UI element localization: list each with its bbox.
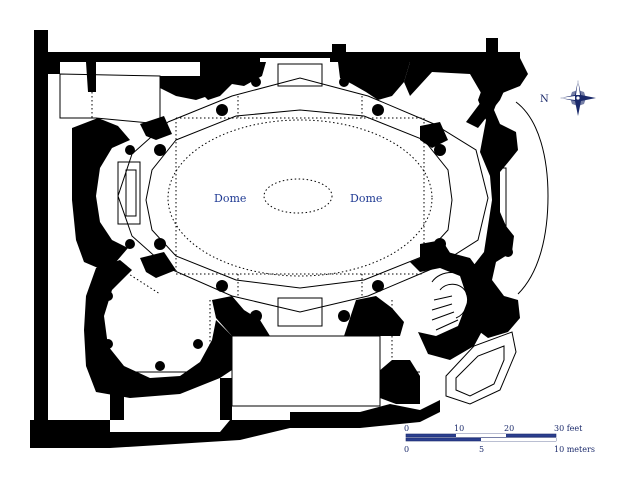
left-lower-wall [30, 400, 440, 448]
dome-label-right: Dome [350, 192, 382, 205]
dome-ellipse [167, 119, 433, 277]
right-niche-box [495, 167, 507, 227]
left-chapel-mass [72, 118, 130, 268]
column-piers [103, 59, 517, 371]
left-niche-box [117, 161, 141, 225]
top-center-mass [200, 62, 410, 100]
wall-masses [30, 30, 528, 448]
lower-pillars [110, 360, 420, 420]
scale-meter-tick-0: 0 [404, 445, 409, 454]
upper-left-room-outline [59, 73, 161, 125]
scale-meter-tick-5: 5 [479, 445, 484, 454]
scale-feet-tick-0: 0 [404, 424, 409, 433]
bottom-center-mass [212, 296, 404, 336]
bottom-right-bay-inner [455, 345, 505, 397]
bottom-right-bay-outline [445, 331, 517, 405]
lower-room-box [231, 335, 381, 407]
right-wavy-wall [470, 52, 528, 338]
scale-bar-feet-seg [456, 434, 506, 437]
right-bay-outline [515, 101, 549, 295]
rotunda-outline [117, 77, 489, 313]
north-arrow [560, 80, 596, 116]
inner-ring-outline [145, 109, 453, 289]
top-niche-box [277, 63, 323, 87]
spiral-stair [431, 272, 478, 349]
north-letter: N [540, 94, 549, 105]
bottom-left-room-mass [84, 260, 232, 398]
scale-bar: 0 10 20 30 feet 0 5 10 meters [404, 424, 595, 454]
rotunda-pier-nw [140, 116, 172, 140]
dome-label-left: Dome [214, 192, 246, 205]
vault-dotted-lines [91, 80, 433, 370]
rotunda-pier-sw [140, 252, 176, 278]
lantern-ellipse [263, 178, 333, 214]
scale-feet-tick-20: 20 [504, 424, 514, 433]
left-niche-inner [125, 169, 137, 217]
scale-meter-end: 10 meters [554, 445, 595, 454]
scale-feet-end: 30 feet [554, 424, 583, 433]
upper-left-mass [86, 62, 230, 100]
stair-wall-mass [410, 250, 488, 360]
scale-bar-meters-seg [481, 438, 556, 441]
scale-feet-tick-10: 10 [454, 424, 464, 433]
bottom-niche-box [277, 297, 323, 327]
plan-outlines [59, 63, 549, 407]
